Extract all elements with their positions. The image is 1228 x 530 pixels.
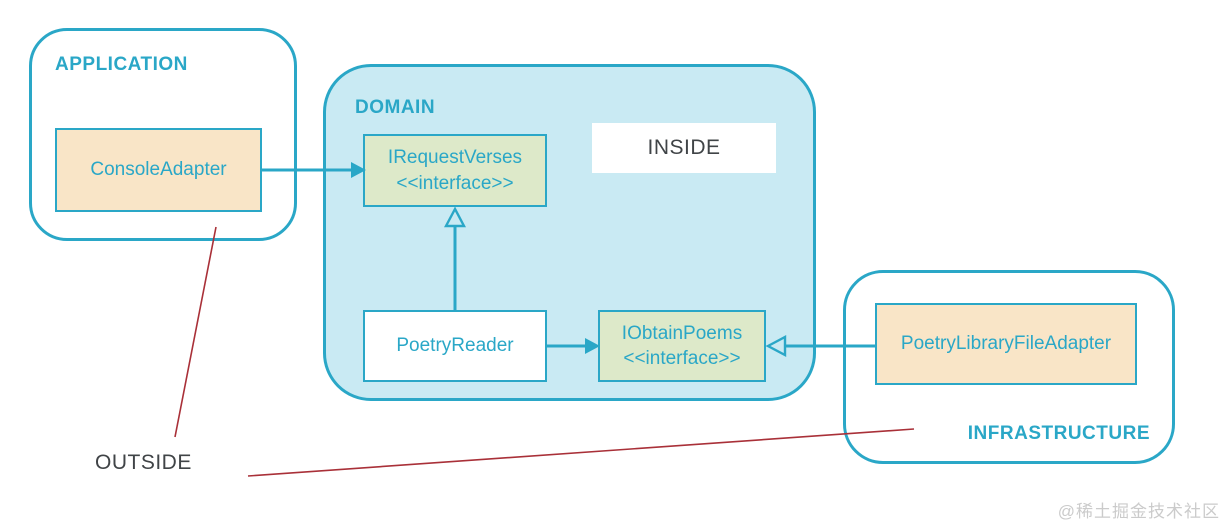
node-console-adapter: ConsoleAdapter — [55, 128, 262, 212]
node-poetry-reader: PoetryReader — [363, 310, 547, 382]
annotation-line-outside-application — [174, 226, 217, 438]
region-application-label: APPLICATION — [55, 54, 188, 75]
node-poetry-library-file-adapter-label: PoetryLibraryFileAdapter — [900, 333, 1112, 355]
node-irequest-verses: IRequestVerses <<interface>> — [363, 134, 547, 207]
node-iobtain-poems-stereotype: <<interface>> — [623, 348, 741, 369]
node-poetry-library-file-adapter: PoetryLibraryFileAdapter — [875, 303, 1137, 385]
annotation-line-outside-infrastructure — [247, 428, 915, 477]
watermark-text: @稀土掘金技术社区 — [1057, 502, 1220, 521]
region-domain-label: DOMAIN — [355, 97, 436, 118]
inside-label-box: INSIDE — [592, 123, 776, 173]
node-irequest-verses-stereotype: <<interface>> — [396, 172, 514, 194]
node-irequest-verses-label: IRequestVerses — [387, 147, 523, 169]
region-infrastructure-label: INFRASTRUCTURE — [967, 423, 1150, 444]
node-console-adapter-label: ConsoleAdapter — [90, 159, 227, 181]
inside-label: INSIDE — [647, 136, 721, 159]
node-iobtain-poems-label: IObtainPoems — [621, 322, 743, 344]
node-poetry-reader-label: PoetryReader — [396, 335, 514, 357]
node-iobtain-poems: IObtainPoems <<interface>> — [598, 310, 766, 382]
outside-label: OUTSIDE — [95, 451, 192, 474]
